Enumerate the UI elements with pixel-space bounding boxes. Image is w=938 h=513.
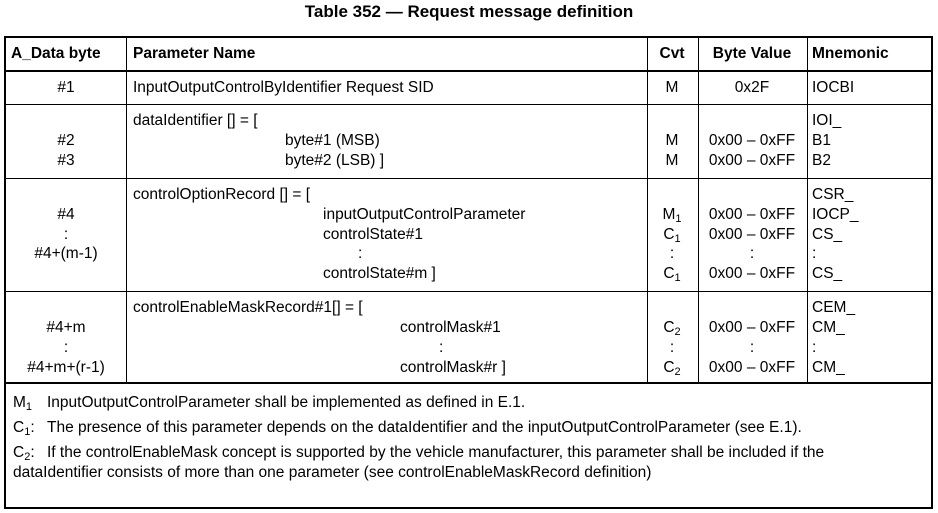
table-cell-mnemonic: B1 (812, 132, 831, 149)
table-cell-param: controlOptionRecord [] = [ (133, 186, 311, 203)
table-cell-cvt: M (665, 79, 679, 96)
table-cell-value: 0x00 – 0xFF (708, 206, 796, 223)
table-cell-mnemonic: CS_ (812, 226, 843, 243)
table-cell-cvt: : (669, 339, 675, 356)
table-cell-param: byte#2 (LSB) ] (285, 152, 385, 169)
table-cell-cvt: M (665, 152, 679, 169)
table-cell-byte: #4+m (46, 319, 86, 336)
request-message-table: A_Data byte Parameter Name Cvt Byte Valu… (4, 36, 933, 509)
column-divider (698, 38, 699, 383)
table-cell-value: 0x00 – 0xFF (708, 265, 796, 282)
header-parameter-name: Parameter Name (133, 45, 256, 62)
table-cell-value: 0x00 – 0xFF (708, 226, 796, 243)
column-divider (647, 38, 648, 383)
header-a-data-byte: A_Data byte (11, 45, 101, 62)
table-cell-byte: #3 (57, 152, 75, 169)
table-cell-cvt: C2 (663, 359, 681, 378)
table-cell-param: controlState#m ] (323, 265, 436, 282)
notes-divider (6, 382, 931, 384)
table-cell-param: controlEnableMaskRecord#1[] = [ (133, 299, 363, 316)
table-cell-value: 0x00 – 0xFF (708, 132, 796, 149)
table-cell-param: inputOutputControlParameter (323, 206, 526, 223)
table-cell-mnemonic: B2 (812, 152, 831, 169)
table-cell-byte: #4 (57, 206, 75, 223)
table-cell-cvt: M1 (662, 206, 682, 225)
table-cell-mnemonic: CEM_ (812, 299, 856, 316)
table-cell-byte: #4+m+(r-1) (27, 359, 105, 376)
footnote-c1: C1:The presence of this parameter depend… (13, 419, 802, 438)
table-cell-param: : (439, 339, 444, 356)
table-cell-cvt: C2 (663, 319, 681, 338)
table-cell-byte: #1 (57, 79, 75, 96)
footnote-c2-continued: dataIdentifier consists of more than one… (13, 464, 652, 481)
column-divider (807, 38, 808, 383)
table-cell-mnemonic: CM_ (812, 319, 845, 336)
table-cell-value: : (749, 245, 755, 262)
row-divider (6, 104, 931, 105)
table-cell-mnemonic: IOCBI (812, 79, 855, 96)
table-cell-cvt: M (665, 132, 679, 149)
table-cell-param: dataIdentifier [] = [ (133, 112, 258, 129)
table-cell-cvt: : (669, 245, 675, 262)
header-cvt: Cvt (659, 45, 685, 62)
table-cell-cvt: C1 (663, 265, 681, 284)
table-cell-byte: #4+(m-1) (34, 245, 98, 262)
table-cell-mnemonic: IOI_ (812, 112, 842, 129)
table-cell-mnemonic: : (812, 245, 817, 262)
row-divider (6, 291, 931, 292)
table-cell-mnemonic: : (812, 339, 817, 356)
table-cell-param: controlMask#1 (400, 319, 501, 336)
table-cell-byte: #2 (57, 132, 75, 149)
row-divider (6, 178, 931, 179)
table-cell-value: 0x00 – 0xFF (708, 319, 796, 336)
table-cell-mnemonic: CSR_ (812, 186, 854, 203)
table-cell-byte: : (63, 226, 69, 243)
table-title: Table 352 — Request message definition (304, 2, 634, 21)
table-cell-mnemonic: IOCP_ (812, 206, 859, 223)
column-divider (126, 38, 127, 383)
footnote-c2: C2:If the controlEnableMask concept is s… (13, 444, 825, 463)
table-cell-mnemonic: CM_ (812, 359, 845, 376)
table-cell-cvt: C1 (663, 226, 681, 245)
table-cell-param: InputOutputControlByIdentifier Request S… (133, 79, 434, 96)
header-divider (6, 70, 931, 72)
table-cell-param: controlState#1 (323, 226, 423, 243)
table-cell-value: 0x00 – 0xFF (708, 359, 796, 376)
table-cell-param: controlMask#r ] (400, 359, 506, 376)
header-mnemonic: Mnemonic (812, 45, 889, 62)
table-cell-value: 0x00 – 0xFF (708, 152, 796, 169)
table-cell-value: : (749, 339, 755, 356)
table-cell-param: byte#1 (MSB) (285, 132, 380, 149)
table-cell-mnemonic: CS_ (812, 265, 843, 282)
table-cell-param: : (358, 245, 363, 262)
table-cell-byte: : (63, 339, 69, 356)
header-byte-value: Byte Value (712, 45, 792, 62)
table-cell-value: 0x2F (734, 79, 770, 96)
